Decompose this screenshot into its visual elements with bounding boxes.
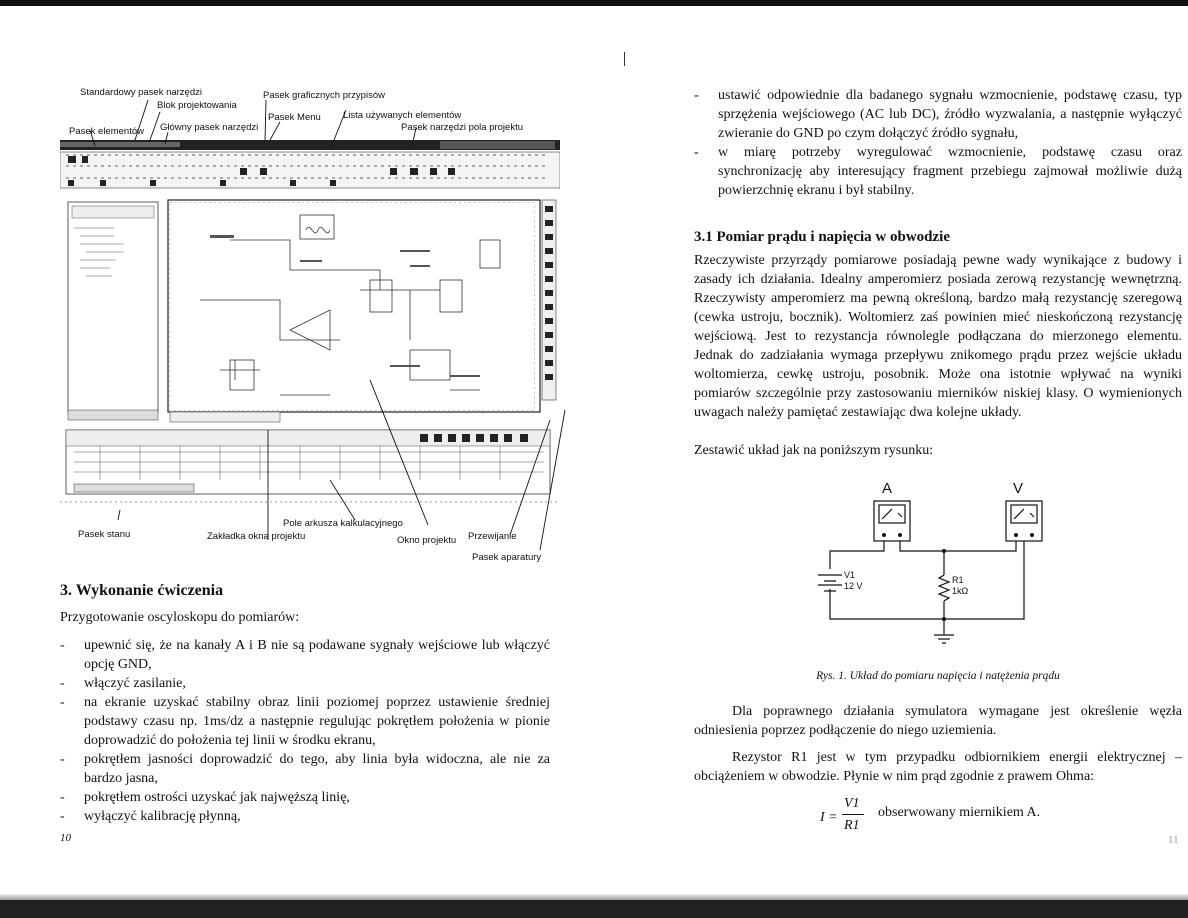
callout-lines	[89, 99, 566, 551]
list-item: upewnić się, że na kanały A i B nie są p…	[60, 636, 550, 674]
formula-lhs: I =	[820, 810, 838, 825]
right-bullet-list: ustawić odpowiednie dla badanego sygnału…	[694, 86, 1182, 200]
source-name: V1	[844, 570, 856, 580]
label-project-tab: Zakładka okna projektu	[207, 531, 306, 542]
left-bullet-list: upewnić się, że na kanały A i B nie są p…	[60, 636, 550, 826]
formula-text: obserwowany miernikiem A.	[878, 805, 1041, 820]
fraction-bar	[842, 814, 864, 815]
page-fold-mark	[624, 52, 625, 66]
label-design-block: Blok projektowania	[157, 100, 237, 111]
list-item: w miarę potrzeby wyregulować wzmocnienie…	[694, 143, 1182, 200]
page-number-left: 10	[60, 832, 71, 844]
label-project-window: Okno projektu	[397, 535, 457, 546]
label-main-toolbar: Główny pasek narzędzi	[160, 122, 259, 133]
label-parts-toolbar: Pasek elementów	[69, 126, 144, 137]
voltmeter-label: V	[1013, 480, 1024, 497]
formula-numerator: V1	[844, 796, 860, 811]
label-instruments-toolbar: Pasek aparatury	[472, 552, 542, 563]
page-number-right: 11	[1168, 834, 1179, 846]
circuit-schematic	[818, 500, 1043, 644]
paragraph-ohm: Rezystor R1 jest w tym przypadku odbiorn…	[694, 750, 1182, 784]
intro-text: Przygotowanie oscyloskopu do pomiarów:	[60, 610, 300, 625]
list-item: pokrętłem jasności doprowadzić do tego, …	[60, 750, 550, 788]
scan-bottom-shadow	[0, 893, 1188, 900]
list-item: ustawić odpowiednie dla badanego sygnału…	[694, 86, 1182, 143]
list-item: pokrętłem ostrości uzyskać jak najwęższą…	[60, 788, 550, 807]
figure-caption: Rys. 1. Układ do pomiaru napięcia i natę…	[816, 670, 1060, 682]
list-item: wyłączyć kalibrację płynną,	[60, 807, 550, 826]
formula-denominator: R1	[844, 818, 860, 833]
resistor-value: 1kΩ	[952, 586, 969, 596]
label-spreadsheet: Pole arkusza kalkulacyjnego	[283, 518, 403, 529]
app-window-illustration	[60, 140, 560, 503]
label-menu-bar: Pasek Menu	[268, 112, 321, 123]
label-graphics-toolbar: Pasek graficznych przypisów	[263, 90, 385, 101]
ammeter-label: A	[882, 480, 893, 497]
label-in-use-list: Lista używanych elementów	[343, 110, 462, 121]
section-heading-3: 3. Wykonanie ćwiczenia	[60, 582, 224, 599]
source-value: 12 V	[844, 581, 863, 591]
label-scroll: Przewijanie	[468, 531, 517, 542]
scan-bottom-border	[0, 900, 1188, 918]
label-standard-toolbar: Standardowy pasek narzędzi	[80, 87, 202, 98]
label-project-toolbar: Pasek narzędzi pola projektu	[401, 122, 523, 133]
label-status-bar: Pasek stanu	[78, 529, 131, 540]
resistor-name: R1	[952, 575, 964, 585]
paragraph-meters: Rzeczywiste przyrządy pomiarowe posiadaj…	[694, 253, 1182, 420]
section-heading-3-1: 3.1 Pomiar prądu i napięcia w obwodzie	[694, 229, 950, 245]
list-item: na ekranie uzyskać stabilny obraz linii …	[60, 693, 550, 750]
list-item: włączyć zasilanie,	[60, 674, 550, 693]
paragraph-assemble: Zestawić układ jak na poniższym rysunku:	[694, 443, 934, 458]
paragraph-ground: Dla poprawnego działania symulatora wyma…	[694, 704, 1182, 738]
scan-top-border	[0, 0, 1188, 6]
